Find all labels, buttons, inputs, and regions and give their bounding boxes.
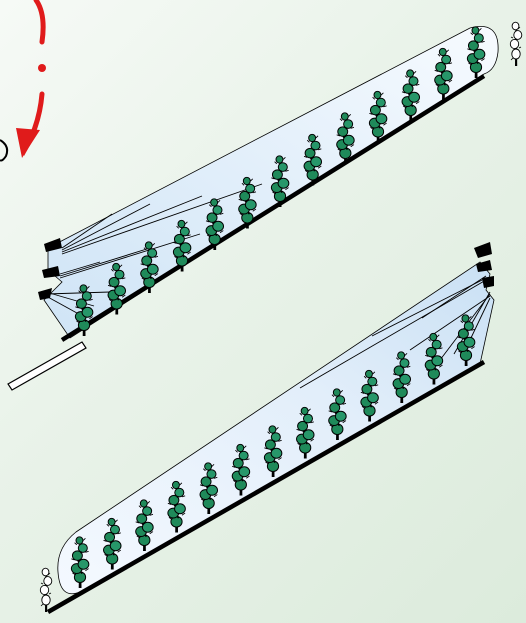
lower-nozzles xyxy=(474,242,494,288)
nozzle-icon xyxy=(482,276,494,288)
upper-nozzles xyxy=(38,238,62,300)
partial-tree-edge xyxy=(0,139,9,162)
nozzle-icon xyxy=(44,238,62,252)
nozzle-icon xyxy=(42,266,60,278)
upper-ground-line xyxy=(60,74,486,342)
lower-row xyxy=(39,242,495,614)
nozzle-icon xyxy=(474,242,492,258)
nozzle-icon xyxy=(476,260,492,272)
nozzle-icon xyxy=(38,288,52,300)
turnaround-arrow-icon xyxy=(16,0,46,158)
bare-tree-icon xyxy=(509,21,523,67)
upper-row xyxy=(7,21,523,391)
upper-hitch-pole xyxy=(7,341,87,391)
lower-ground-line xyxy=(46,360,486,614)
bare-tree-icon xyxy=(39,567,53,613)
